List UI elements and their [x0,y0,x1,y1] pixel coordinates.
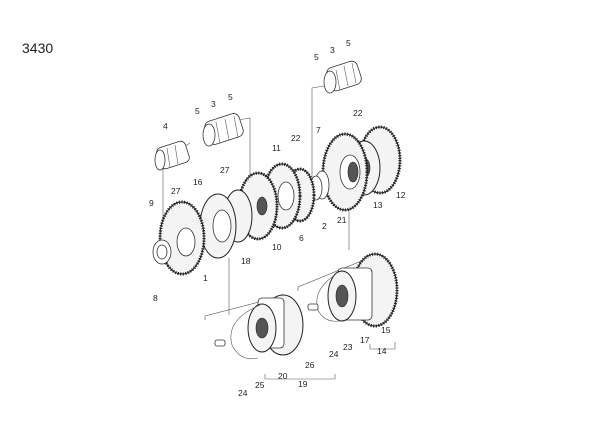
callout-23: 23 [343,342,353,352]
callout-7: 7 [316,125,321,135]
gear-13 [321,132,369,212]
synchro-hub-16 [199,193,237,259]
callout-13: 13 [373,200,383,210]
callout-5: 5 [346,38,351,48]
callout-11: 11 [272,143,281,153]
synchro-assembly-14 [307,252,399,328]
callout-19: 19 [298,379,308,389]
callout-2: 2 [322,221,327,231]
callout-3: 3 [211,99,216,109]
callout-17: 17 [360,335,370,345]
callout-20: 20 [278,371,288,381]
callout-8: 8 [153,293,158,303]
callout-15: 15 [381,325,391,335]
needle-bearing-left [154,140,190,171]
nut-8 [152,239,172,265]
callout-4: 4 [163,121,168,131]
callout-12: 12 [396,190,406,200]
callout-21: 21 [337,215,347,225]
needle-bearing-top [323,60,362,94]
callout-16: 16 [193,177,203,187]
callout-27: 27 [220,165,230,175]
callout-labels: 5 3 5 5 3 5 4 22 7 22 11 27 16 27 9 12 1… [149,38,406,398]
callout-24: 24 [238,388,248,398]
callout-26: 26 [305,360,315,370]
callout-22: 22 [353,108,363,118]
callout-18: 18 [241,256,251,266]
callout-27: 27 [171,186,181,196]
callout-5: 5 [314,52,319,62]
callout-10: 10 [272,242,282,252]
callout-14: 14 [377,346,387,356]
callout-25: 25 [255,380,265,390]
callout-5: 5 [228,92,233,102]
callout-1: 1 [203,273,208,283]
callout-5: 5 [195,106,200,116]
callout-6: 6 [299,233,304,243]
callout-22: 22 [291,133,301,143]
gear-9 [158,200,206,276]
callout-9: 9 [149,198,154,208]
synchro-assembly-19 [214,294,304,359]
figure-number: 3430 [22,40,54,56]
needle-bearing-middle [202,113,244,147]
callout-3: 3 [330,45,335,55]
callout-24: 24 [329,349,339,359]
